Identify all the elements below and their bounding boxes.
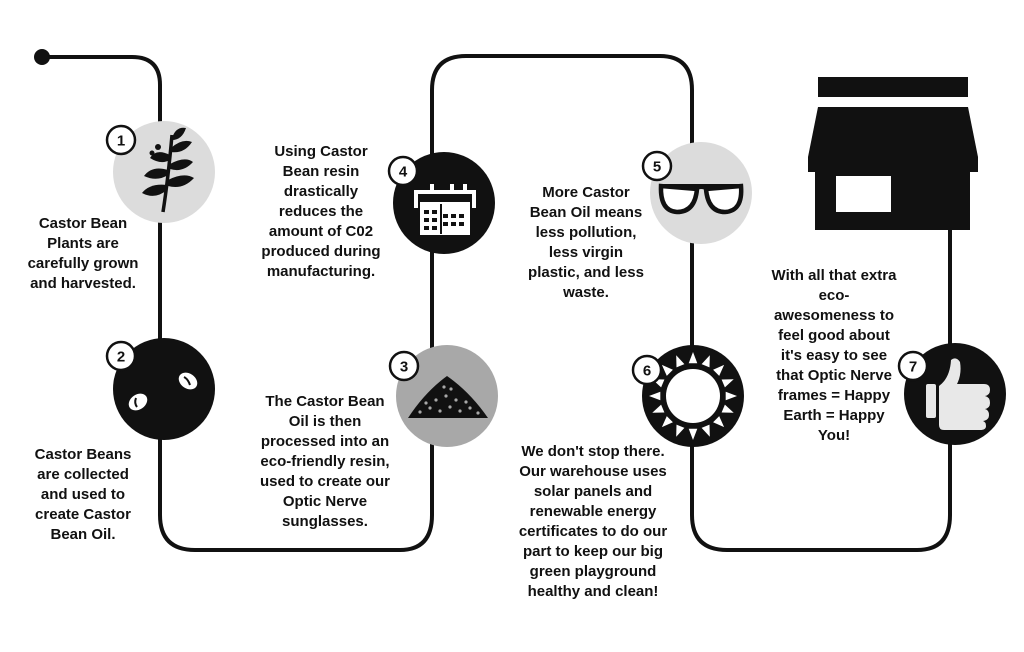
sun-ray	[652, 404, 665, 413]
step-1-node	[113, 121, 215, 223]
glasses-icon	[658, 183, 744, 215]
step-number: 1	[117, 133, 125, 150]
sun-ray	[649, 391, 661, 401]
sun-ray	[725, 391, 737, 401]
plant-sprig-icon	[142, 127, 194, 213]
sun-ray	[701, 355, 710, 368]
storefront-icon	[808, 77, 978, 230]
step-6-description: We don't stop there. Our warehouse uses …	[518, 443, 668, 600]
step-number: 2	[117, 349, 125, 366]
step-5-circle	[650, 142, 752, 244]
step-4-description: Using Castor Bean resin drastically redu…	[261, 143, 381, 280]
step-number: 6	[643, 363, 651, 380]
step-5-node	[650, 142, 752, 244]
step-7-node	[904, 343, 1006, 445]
sun-icon	[649, 352, 737, 440]
sun-ray	[661, 364, 673, 376]
sun-ray	[701, 424, 710, 437]
castor-beans-icon	[128, 372, 198, 411]
step-6-node	[642, 345, 744, 447]
resin-pile-icon	[408, 376, 488, 418]
path-start-dot	[34, 49, 50, 65]
step-number: 7	[909, 359, 917, 376]
step-3-description: The Castor Bean Oil is then processed in…	[259, 393, 391, 530]
step-number: 3	[400, 359, 408, 376]
sun-ray	[688, 352, 698, 364]
process-path-line	[40, 54, 952, 552]
sun-ray	[721, 379, 734, 388]
step-2-circle	[113, 338, 215, 440]
step-3-badge: 3	[388, 350, 420, 382]
step-6-badge: 6	[631, 354, 663, 386]
step-2-description: Castor Beans are collected and used to c…	[34, 446, 132, 543]
sun-ray	[713, 416, 725, 428]
sun-ray	[721, 404, 734, 413]
sun-ray	[676, 424, 685, 437]
sun-ray	[688, 428, 698, 440]
step-2-badge: 2	[105, 340, 137, 372]
step-7-description: With all that extra eco- awesomeness to …	[771, 267, 897, 444]
step-4-badge: 4	[387, 155, 419, 187]
sun-ray	[661, 416, 673, 428]
step-7-badge: 7	[897, 350, 929, 382]
step-1-description: Castor Bean Plants are carefully grown a…	[27, 215, 139, 292]
step-number: 4	[399, 164, 408, 181]
step-2-node	[113, 338, 215, 440]
factory-icon	[414, 184, 476, 235]
step-5-badge: 5	[641, 150, 673, 182]
step-1-badge: 1	[105, 124, 137, 156]
thumbs-up-icon	[926, 358, 990, 430]
step-4-node	[393, 152, 495, 254]
step-number: 5	[653, 159, 661, 176]
sun-ray	[676, 355, 685, 368]
step-5-description: More Castor Bean Oil means less pollutio…	[528, 184, 644, 301]
sun-ray	[713, 364, 725, 376]
step-3-node	[396, 345, 498, 447]
